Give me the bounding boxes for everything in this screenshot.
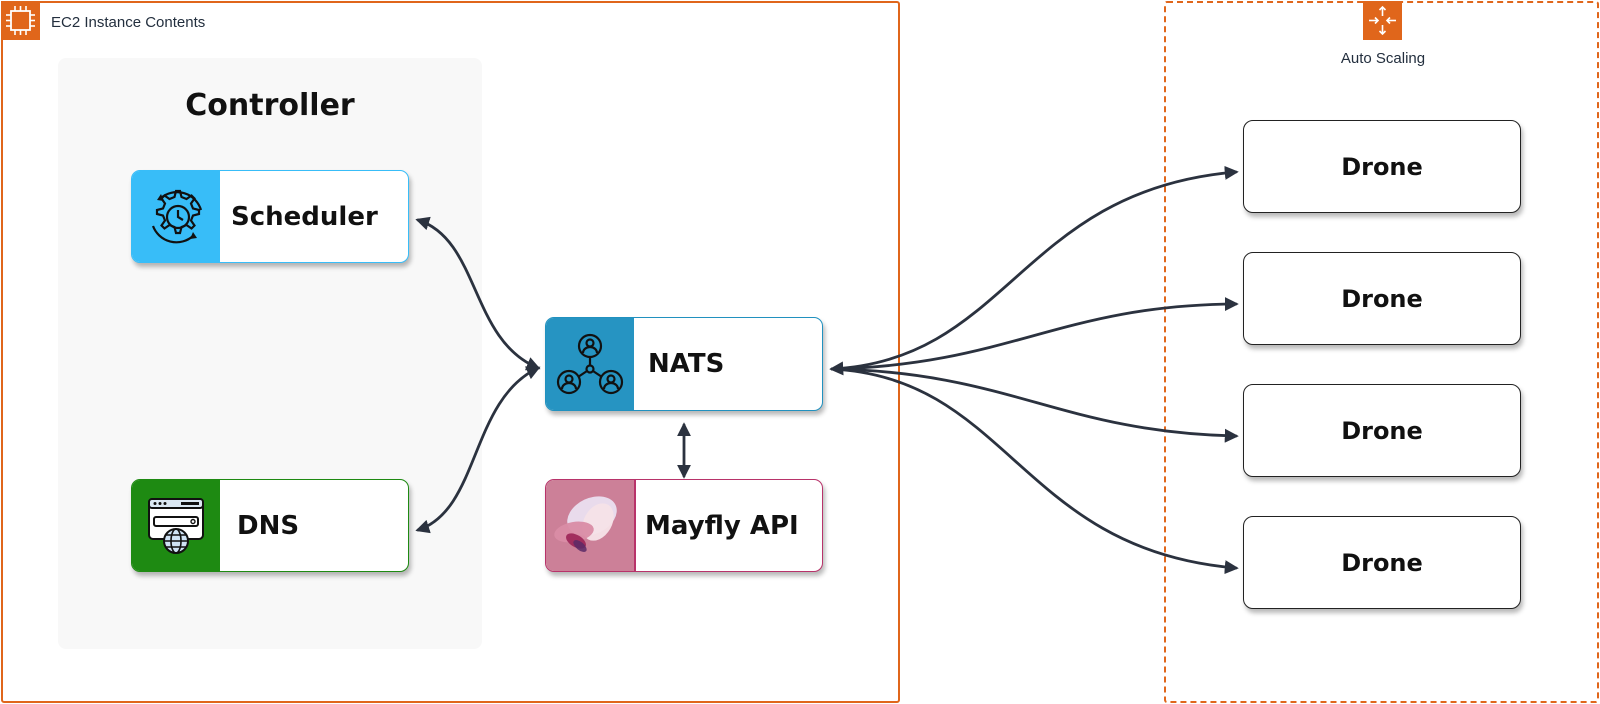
browser-globe-icon bbox=[132, 480, 220, 571]
nats-label: NATS bbox=[648, 349, 725, 379]
connector-dns-nats bbox=[415, 366, 541, 534]
drone-node-3[interactable]: Drone bbox=[1243, 384, 1521, 477]
auto-scaling-title: Auto Scaling bbox=[1340, 50, 1426, 67]
scheduler-node[interactable]: Scheduler bbox=[131, 170, 409, 263]
connector-nats-drone-3 bbox=[830, 367, 1239, 443]
connector-nats-drone-4 bbox=[830, 367, 1239, 575]
dns-label: DNS bbox=[237, 510, 300, 541]
mayfly-api-label: Mayfly API bbox=[645, 510, 799, 541]
connector-scheduler-nats bbox=[415, 216, 541, 371]
network-users-icon bbox=[546, 318, 634, 410]
dns-node[interactable]: DNS bbox=[131, 479, 409, 572]
ec2-group-title: EC2 Instance Contents bbox=[51, 14, 206, 31]
nats-node[interactable]: NATS bbox=[545, 317, 823, 411]
drone-node-2[interactable]: Drone bbox=[1243, 252, 1521, 345]
auto-scaling-icon bbox=[1363, 1, 1402, 40]
controller-title: Controller bbox=[185, 88, 355, 123]
connector-nats-drone-2 bbox=[830, 297, 1239, 371]
scheduler-label: Scheduler bbox=[231, 201, 378, 232]
connector-nats-drone-1 bbox=[829, 165, 1239, 376]
mayfly-logo-icon bbox=[546, 480, 636, 571]
ec2-chip-icon bbox=[1, 1, 40, 40]
mayfly-api-node[interactable]: Mayfly API bbox=[545, 479, 823, 572]
drone-node-4[interactable]: Drone bbox=[1243, 516, 1521, 609]
drone-node-1[interactable]: Drone bbox=[1243, 120, 1521, 213]
gear-clock-icon bbox=[132, 171, 220, 262]
